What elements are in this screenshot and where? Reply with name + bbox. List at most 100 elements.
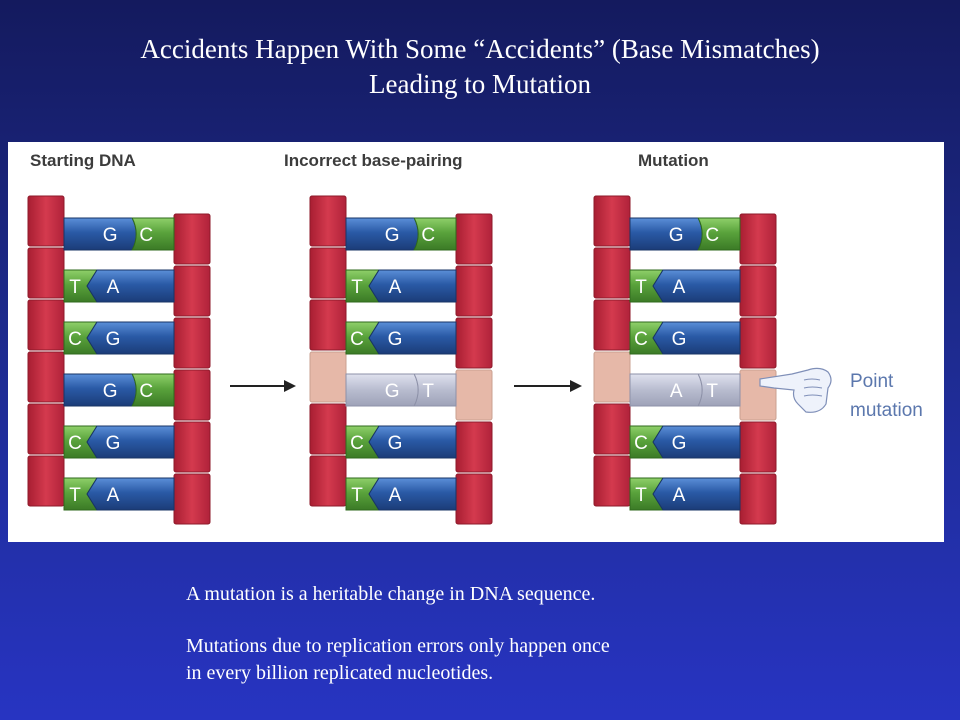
left-backbone-segment <box>593 455 631 507</box>
left-base-letter: T <box>635 485 647 506</box>
panel-heading: Mutation <box>638 151 709 170</box>
caption-error-rate: Mutations due to replication errors only… <box>186 633 610 687</box>
right-base-letter: G <box>106 329 121 350</box>
left-base-letter: G <box>385 381 400 402</box>
left-base-letter: C <box>350 433 364 454</box>
slide-title-line-2: Leading to Mutation <box>369 69 591 99</box>
left-backbone-segment <box>593 195 631 247</box>
left-backbone-segment <box>27 247 65 299</box>
left-base-letter: G <box>385 225 400 246</box>
left-base-segment <box>345 217 419 251</box>
left-base-letter: T <box>351 277 363 298</box>
right-base-segment <box>368 425 457 459</box>
right-base-segment <box>86 269 175 303</box>
right-base-letter: G <box>388 329 403 350</box>
left-base-letter: A <box>670 381 683 402</box>
right-base-segment <box>652 425 741 459</box>
right-base-segment <box>697 217 741 251</box>
left-backbone-segment <box>309 195 347 247</box>
point-mutation-label-line-2: mutation <box>850 400 923 421</box>
left-base-letter: G <box>669 225 684 246</box>
right-base-letter: C <box>421 225 435 246</box>
right-base-segment <box>368 477 457 511</box>
left-backbone-segment <box>27 455 65 507</box>
left-backbone-segment <box>593 403 631 455</box>
right-base-segment <box>131 217 175 251</box>
left-base-letter: C <box>634 329 648 350</box>
right-backbone-segment <box>173 421 211 473</box>
right-backbone-segment <box>455 369 493 421</box>
left-backbone-segment <box>309 403 347 455</box>
left-backbone-segment <box>593 299 631 351</box>
right-backbone-segment <box>455 473 493 525</box>
right-base-letter: C <box>139 381 153 402</box>
left-backbone-segment <box>27 299 65 351</box>
right-backbone-segment <box>455 317 493 369</box>
left-backbone-segment <box>309 351 347 403</box>
panel-heading: Starting DNA <box>30 151 136 170</box>
left-backbone-segment <box>309 299 347 351</box>
right-base-letter: G <box>672 433 687 454</box>
left-base-letter: T <box>635 277 647 298</box>
left-base-segment <box>629 373 703 407</box>
step-arrow-1 <box>230 380 296 392</box>
right-backbone-segment <box>739 213 777 265</box>
right-backbone-segment <box>455 421 493 473</box>
left-base-letter: T <box>351 485 363 506</box>
left-backbone-segment <box>593 247 631 299</box>
right-base-segment <box>413 217 457 251</box>
right-base-letter: C <box>139 225 153 246</box>
panel-heading: Incorrect base-pairing <box>284 151 463 170</box>
right-backbone-segment <box>739 317 777 369</box>
pointing-hand-icon <box>759 367 832 413</box>
right-base-letter: C <box>705 225 719 246</box>
left-backbone-segment <box>309 247 347 299</box>
right-base-letter: T <box>706 381 718 402</box>
right-base-letter: A <box>389 277 402 298</box>
caption-definition: A mutation is a heritable change in DNA … <box>186 583 596 605</box>
right-base-letter: A <box>389 485 402 506</box>
right-base-segment <box>413 373 457 407</box>
caption-error-rate-line-2: in every billion replicated nucleotides. <box>186 662 494 684</box>
right-backbone-segment <box>455 265 493 317</box>
left-base-letter: T <box>69 485 81 506</box>
right-base-letter: A <box>673 277 686 298</box>
right-base-segment <box>697 373 741 407</box>
right-base-segment <box>131 373 175 407</box>
left-backbone-segment <box>27 195 65 247</box>
left-base-letter: C <box>634 433 648 454</box>
left-base-segment <box>63 373 137 407</box>
right-base-letter: G <box>388 433 403 454</box>
right-base-segment <box>652 269 741 303</box>
left-backbone-segment <box>309 455 347 507</box>
slide-title-line-1: Accidents Happen With Some “Accidents” (… <box>140 34 820 64</box>
step-arrow-2 <box>514 380 582 392</box>
left-base-segment <box>345 373 419 407</box>
right-backbone-segment <box>173 213 211 265</box>
left-backbone-segment <box>593 351 631 403</box>
right-base-segment <box>368 321 457 355</box>
right-base-letter: A <box>673 485 686 506</box>
right-backbone-segment <box>739 473 777 525</box>
right-backbone-segment <box>173 473 211 525</box>
right-base-segment <box>86 477 175 511</box>
right-backbone-segment <box>173 369 211 421</box>
